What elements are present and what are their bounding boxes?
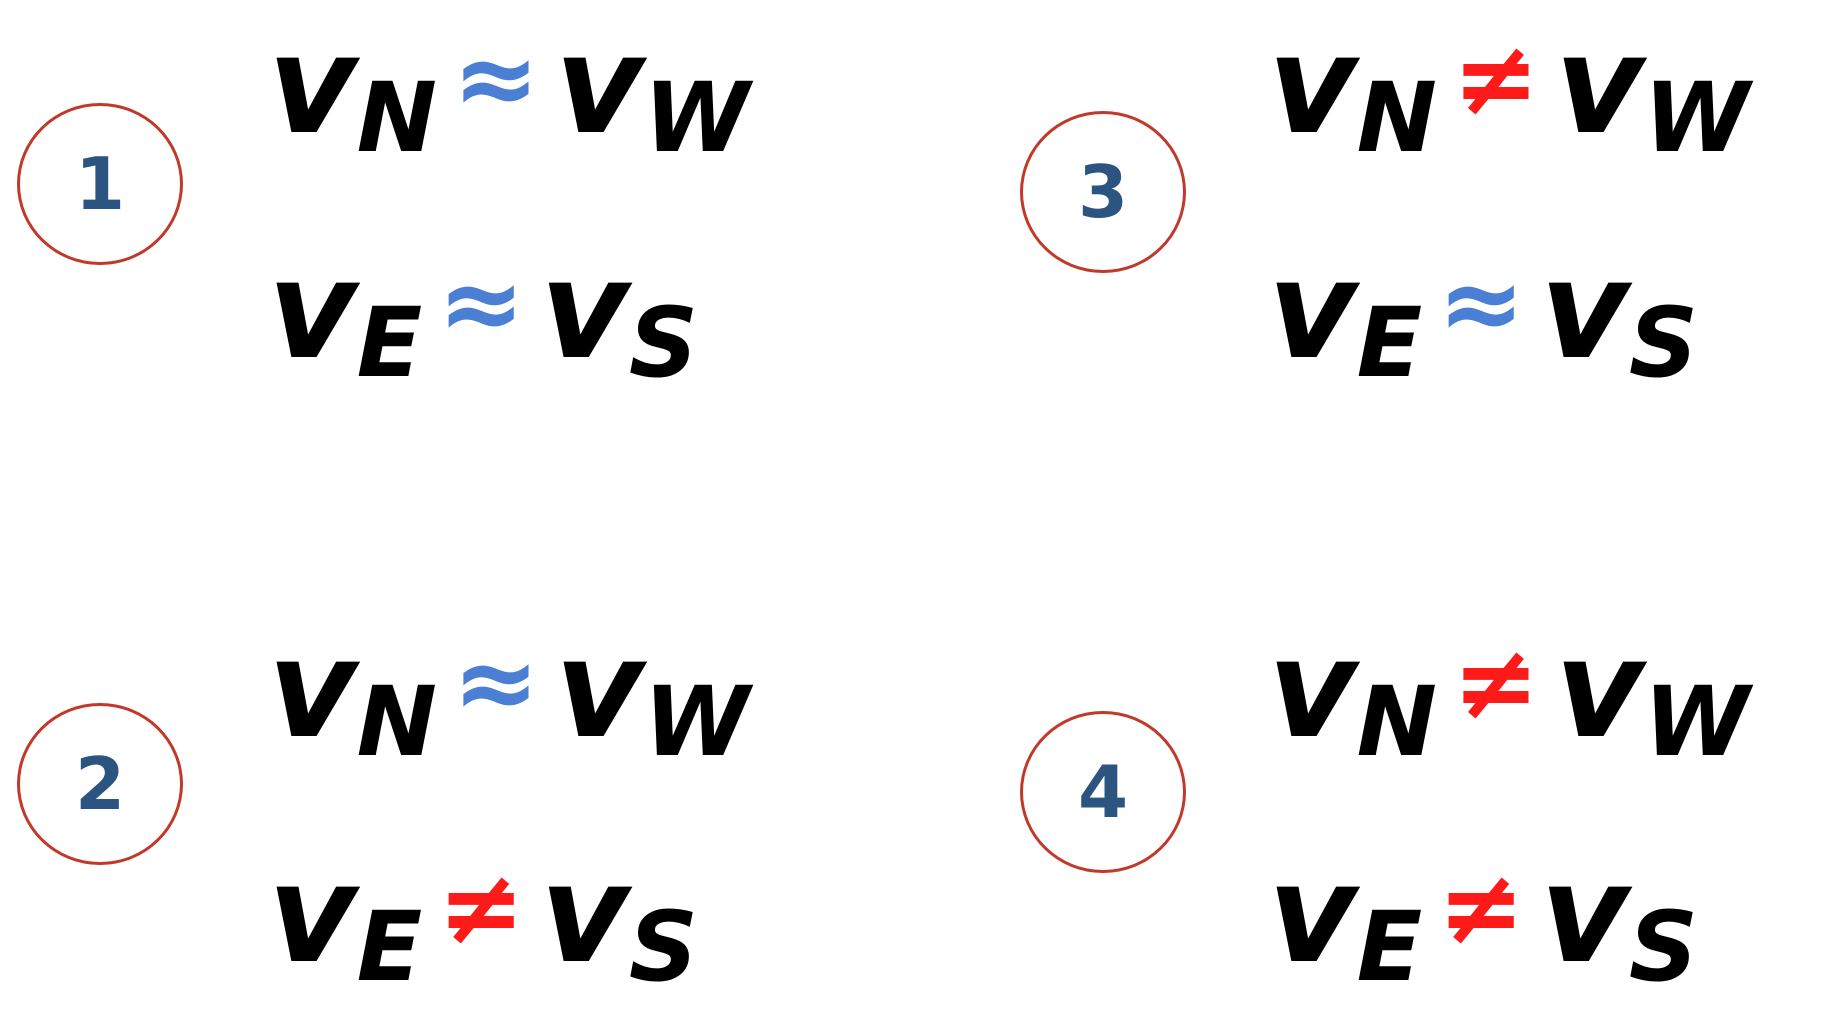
case-1-eq2-left-sub: E — [356, 287, 423, 399]
case-4-eq2-right-term: v S — [1540, 847, 1698, 995]
case-4-eq1-left-sub: N — [1356, 666, 1437, 778]
case-2-eq1-left-var: v — [268, 611, 357, 769]
case-2-circle: 2 — [17, 703, 183, 865]
case-3-eq1-right-var: v — [1555, 7, 1644, 165]
case-2-eq2-left-term: v E — [268, 847, 422, 995]
case-3-eq1-relation: ≠ — [1452, 17, 1540, 139]
case-1-eq2-left-var: v — [268, 232, 357, 390]
case-4-equation-2: v E ≠ v S — [1268, 847, 1698, 997]
case-2-equation-2: v E ≠ v S — [268, 847, 698, 997]
case-1-eq2-right-term: v S — [540, 243, 698, 391]
case-2-eq2-right-var: v — [540, 836, 629, 994]
case-4-eq2-right-sub: S — [1628, 891, 1699, 1003]
case-3-eq2-left-term: v E — [1268, 243, 1422, 391]
case-1-eq1-right-term: v W — [555, 18, 750, 166]
case-3-circle: 3 — [1020, 111, 1186, 273]
case-3-eq2-left-var: v — [1268, 232, 1357, 390]
case-2-eq1-right-sub: W — [643, 666, 750, 778]
case-4-eq2-left-var: v — [1268, 836, 1357, 994]
case-2-eq1-right-term: v W — [555, 622, 750, 770]
case-3-eq1-right-sub: W — [1643, 62, 1750, 174]
case-4-circle: 4 — [1020, 711, 1186, 873]
case-2-equation-1: v N ≈ v W — [268, 622, 750, 772]
case-4-eq1-left-var: v — [1268, 611, 1357, 769]
case-2-eq2-left-sub: E — [356, 891, 423, 1003]
case-3-eq2-right-var: v — [1540, 232, 1629, 390]
case-2-eq2-relation: ≠ — [437, 846, 525, 968]
case-1-eq1-left-sub: N — [356, 62, 437, 174]
case-2-eq1-right-var: v — [555, 611, 644, 769]
case-3-eq1-left-sub: N — [1356, 62, 1437, 174]
case-3-eq1-left-term: v N — [1268, 18, 1437, 166]
case-1-eq2-left-term: v E — [268, 243, 422, 391]
case-3-number: 3 — [1077, 150, 1129, 234]
case-4-eq1-right-var: v — [1555, 611, 1644, 769]
case-4-eq2-relation: ≠ — [1437, 846, 1525, 968]
case-4-eq1-right-sub: W — [1643, 666, 1750, 778]
case-2-eq2-right-term: v S — [540, 847, 698, 995]
case-2-number: 2 — [74, 742, 126, 826]
case-4-number: 4 — [1077, 750, 1129, 834]
case-1-equation-2: v E ≈ v S — [268, 243, 698, 393]
case-1-eq1-right-var: v — [555, 7, 644, 165]
case-1-eq1-relation: ≈ — [452, 17, 540, 139]
case-1-eq1-left-var: v — [268, 7, 357, 165]
case-4-eq1-relation: ≠ — [1452, 621, 1540, 743]
case-1-number: 1 — [74, 142, 126, 226]
case-1-circle: 1 — [17, 103, 183, 265]
case-2-eq1-left-term: v N — [268, 622, 437, 770]
case-4-eq2-left-sub: E — [1356, 891, 1423, 1003]
case-3-eq2-right-sub: S — [1628, 287, 1699, 399]
case-2-eq2-left-var: v — [268, 836, 357, 994]
case-4-eq2-right-var: v — [1540, 836, 1629, 994]
case-1-eq1-right-sub: W — [643, 62, 750, 174]
case-2-eq2-right-sub: S — [628, 891, 699, 1003]
case-4-equation-1: v N ≠ v W — [1268, 622, 1750, 772]
case-3-eq1-right-term: v W — [1555, 18, 1750, 166]
case-3-equation-2: v E ≈ v S — [1268, 243, 1698, 393]
case-3-equation-1: v N ≠ v W — [1268, 18, 1750, 168]
case-1-equation-1: v N ≈ v W — [268, 18, 750, 168]
case-4-eq1-left-term: v N — [1268, 622, 1437, 770]
case-1-eq2-right-var: v — [540, 232, 629, 390]
case-4-eq1-right-term: v W — [1555, 622, 1750, 770]
case-1-eq2-relation: ≈ — [437, 242, 525, 364]
case-2-eq1-relation: ≈ — [452, 621, 540, 743]
case-3-eq2-relation: ≈ — [1437, 242, 1525, 364]
case-1-eq1-left-term: v N — [268, 18, 437, 166]
case-3-eq2-right-term: v S — [1540, 243, 1698, 391]
case-1-eq2-right-sub: S — [628, 287, 699, 399]
case-3-eq2-left-sub: E — [1356, 287, 1423, 399]
case-4-eq2-left-term: v E — [1268, 847, 1422, 995]
case-3-eq1-left-var: v — [1268, 7, 1357, 165]
case-2-eq1-left-sub: N — [356, 666, 437, 778]
